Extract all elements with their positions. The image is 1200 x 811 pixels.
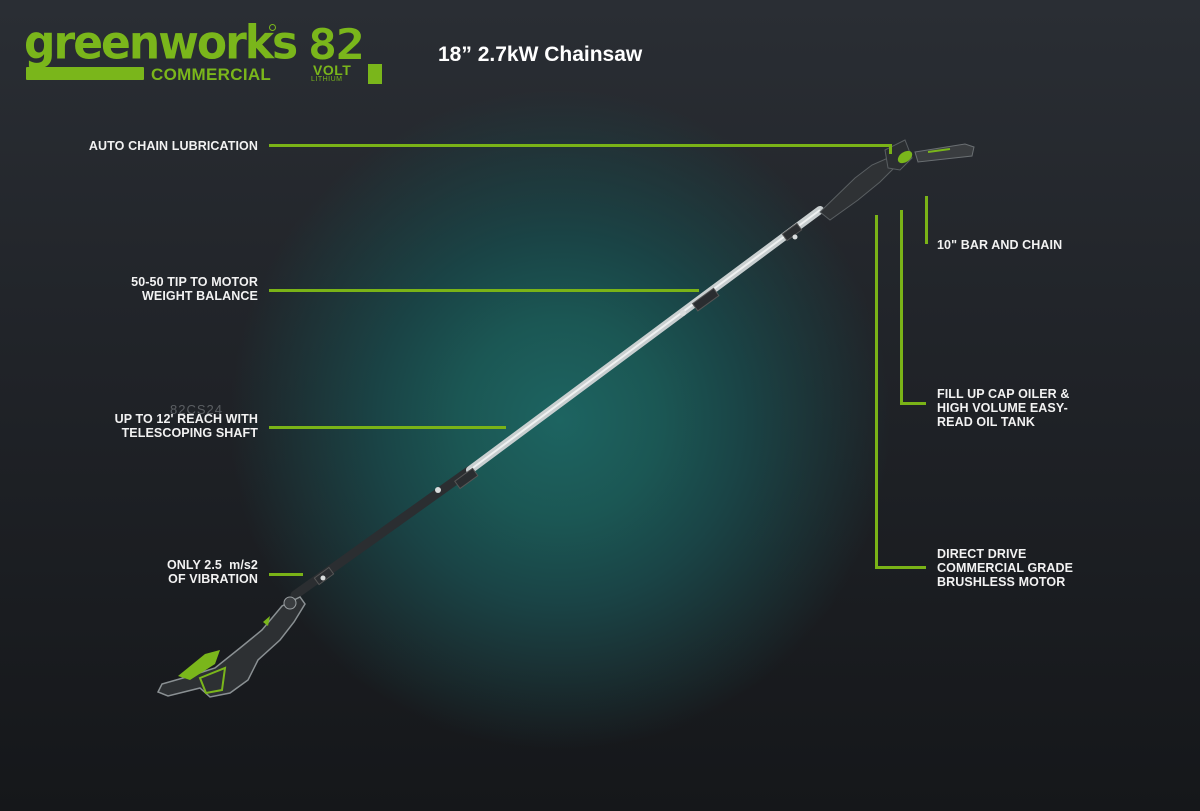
callout-line-balance	[269, 289, 699, 292]
feature-auto-chain-lubrication: AUTO CHAIN LUBRICATION	[88, 139, 258, 153]
callout-line-oil-tank-h	[900, 402, 926, 405]
motor-handle	[156, 596, 306, 698]
battery-tag-icon	[368, 64, 382, 84]
feature-bar-and-chain: 10" BAR AND CHAIN	[937, 238, 1063, 252]
model-watermark: 82CS24	[170, 402, 223, 417]
callout-line-lubrication	[269, 144, 891, 147]
feature-weight-balance: 50-50 TIP TO MOTOR WEIGHT BALANCE	[131, 275, 258, 303]
callout-line-lubrication-drop	[889, 144, 892, 154]
saw-head	[819, 139, 975, 221]
logo-wordmark: greenworks	[24, 16, 298, 71]
product-title: 18” 2.7kW Chainsaw	[438, 43, 643, 66]
callout-line-telescoping	[269, 426, 506, 429]
logo-underline-bar	[26, 67, 144, 80]
feature-oil-tank: FILL UP CAP OILER & HIGH VOLUME EASY- RE…	[937, 387, 1070, 429]
callout-line-bar-chain	[925, 196, 928, 244]
callout-line-vibration	[269, 573, 303, 576]
feature-telescoping-shaft: UP TO 12' REACH WITH TELESCOPING SHAFT	[114, 412, 258, 440]
callout-line-motor-h	[875, 566, 926, 569]
feature-brushless-motor: DIRECT DRIVE COMMERCIAL GRADE BRUSHLESS …	[937, 547, 1074, 589]
registered-mark-icon	[269, 24, 276, 31]
feature-vibration: ONLY 2.5 m/s2 OF VIBRATION	[166, 558, 258, 586]
voltage-lithium: LITHIUM	[311, 76, 343, 83]
voltage-number: 82	[308, 20, 365, 69]
logo-commercial: COMMERCIAL	[151, 65, 272, 84]
voltage-word: VOLT	[313, 62, 352, 78]
callout-line-motor-v	[875, 215, 878, 569]
callout-line-oil-tank-v	[900, 210, 903, 405]
